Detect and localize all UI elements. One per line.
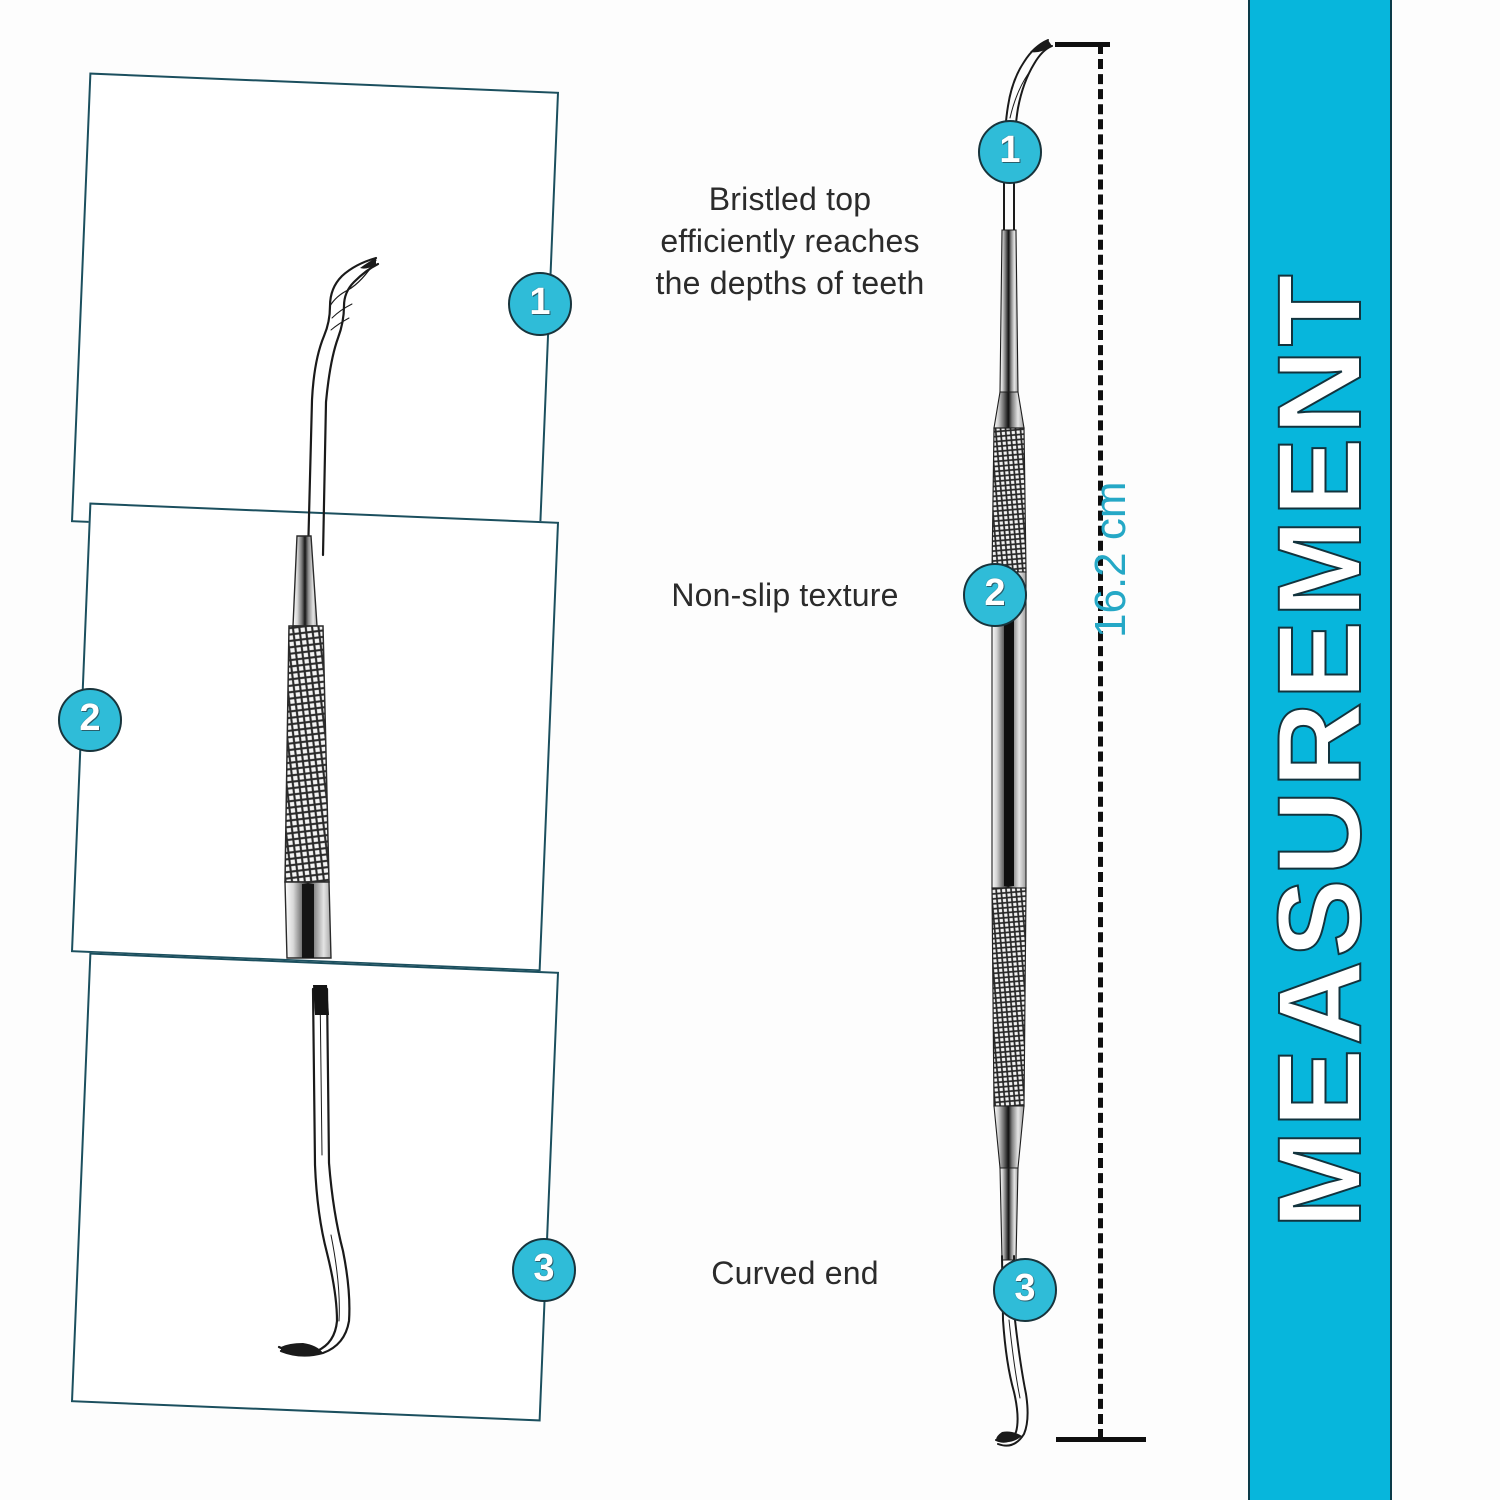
- badge-main-2: 2: [963, 563, 1027, 627]
- panel-3-tool-art: [277, 985, 351, 1357]
- badge-main-3-label: 3: [1014, 1267, 1036, 1309]
- feature-caption-1-line-3: the depths of teeth: [655, 265, 925, 302]
- badge-main-2-label: 2: [984, 572, 1006, 614]
- badge-panel-3-label: 3: [533, 1247, 555, 1289]
- measurement-banner-title: MEASUREMENT: [1253, 270, 1387, 1229]
- feature-caption-3-line-1: Curved end: [711, 1255, 879, 1291]
- panel-2-tool-art: [284, 535, 332, 959]
- badge-panel-3: 3: [512, 1238, 576, 1302]
- dimension-tick-top-icon: [1055, 42, 1110, 47]
- dimension-dashed-line-icon: [1098, 44, 1103, 1439]
- feature-caption-3: Curved end: [660, 1252, 930, 1294]
- measurement-banner: MEASUREMENT: [1248, 0, 1392, 1500]
- badge-panel-1-label: 1: [529, 281, 551, 323]
- badge-panel-1: 1: [508, 272, 572, 336]
- badge-main-1-label: 1: [999, 129, 1021, 171]
- feature-caption-1: Bristled top efficiently reaches the dep…: [620, 178, 960, 305]
- feature-caption-2: Non-slip texture: [620, 574, 950, 616]
- feature-caption-1-line-2: efficiently reaches: [660, 223, 920, 260]
- dimension-tick-bottom-icon: [1056, 1437, 1146, 1442]
- badge-panel-2-label: 2: [79, 697, 101, 739]
- badge-panel-2: 2: [58, 688, 122, 752]
- badge-main-1: 1: [978, 120, 1042, 184]
- feature-caption-2-line-1: Non-slip texture: [671, 577, 899, 613]
- panel-1-tool-art: [306, 256, 380, 557]
- main-tool-illustration: [991, 39, 1053, 1447]
- feature-caption-1-line-1: Bristled top: [708, 181, 872, 217]
- badge-main-3: 3: [993, 1258, 1057, 1322]
